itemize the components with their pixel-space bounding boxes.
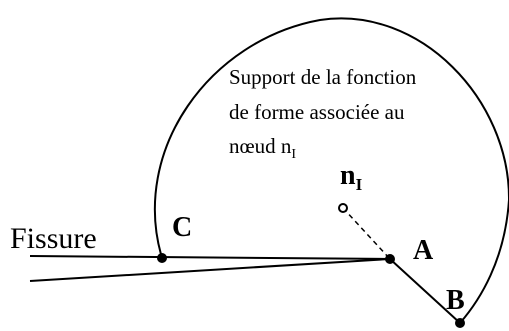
caption-line-3: nœud nI (229, 134, 296, 162)
caption-line-2: de forme associée au (229, 100, 405, 124)
label-point-a: A (413, 235, 434, 266)
label-node-ni: nI (340, 160, 363, 194)
crack-upper-face (29, 255, 391, 260)
label-node-ni-sub: I (356, 175, 363, 194)
caption-line-1: Support de la fonction (229, 65, 417, 89)
crack-lower-face (29, 258, 391, 282)
support-boundary-arc (153, 17, 509, 324)
label-fissure: Fissure (10, 222, 97, 255)
point-c-marker (157, 253, 167, 263)
dashed-node-link (342, 207, 391, 260)
point-b-marker (455, 318, 465, 328)
point-a-marker (385, 254, 395, 264)
caption-line-3-sub: I (291, 147, 296, 162)
label-node-ni-main: n (340, 160, 356, 191)
label-point-c: C (172, 212, 192, 243)
label-point-b: B (446, 285, 465, 316)
segment-a-b (389, 258, 461, 324)
node-ni-marker (338, 203, 348, 213)
caption-line-3-main: nœud n (229, 134, 292, 158)
